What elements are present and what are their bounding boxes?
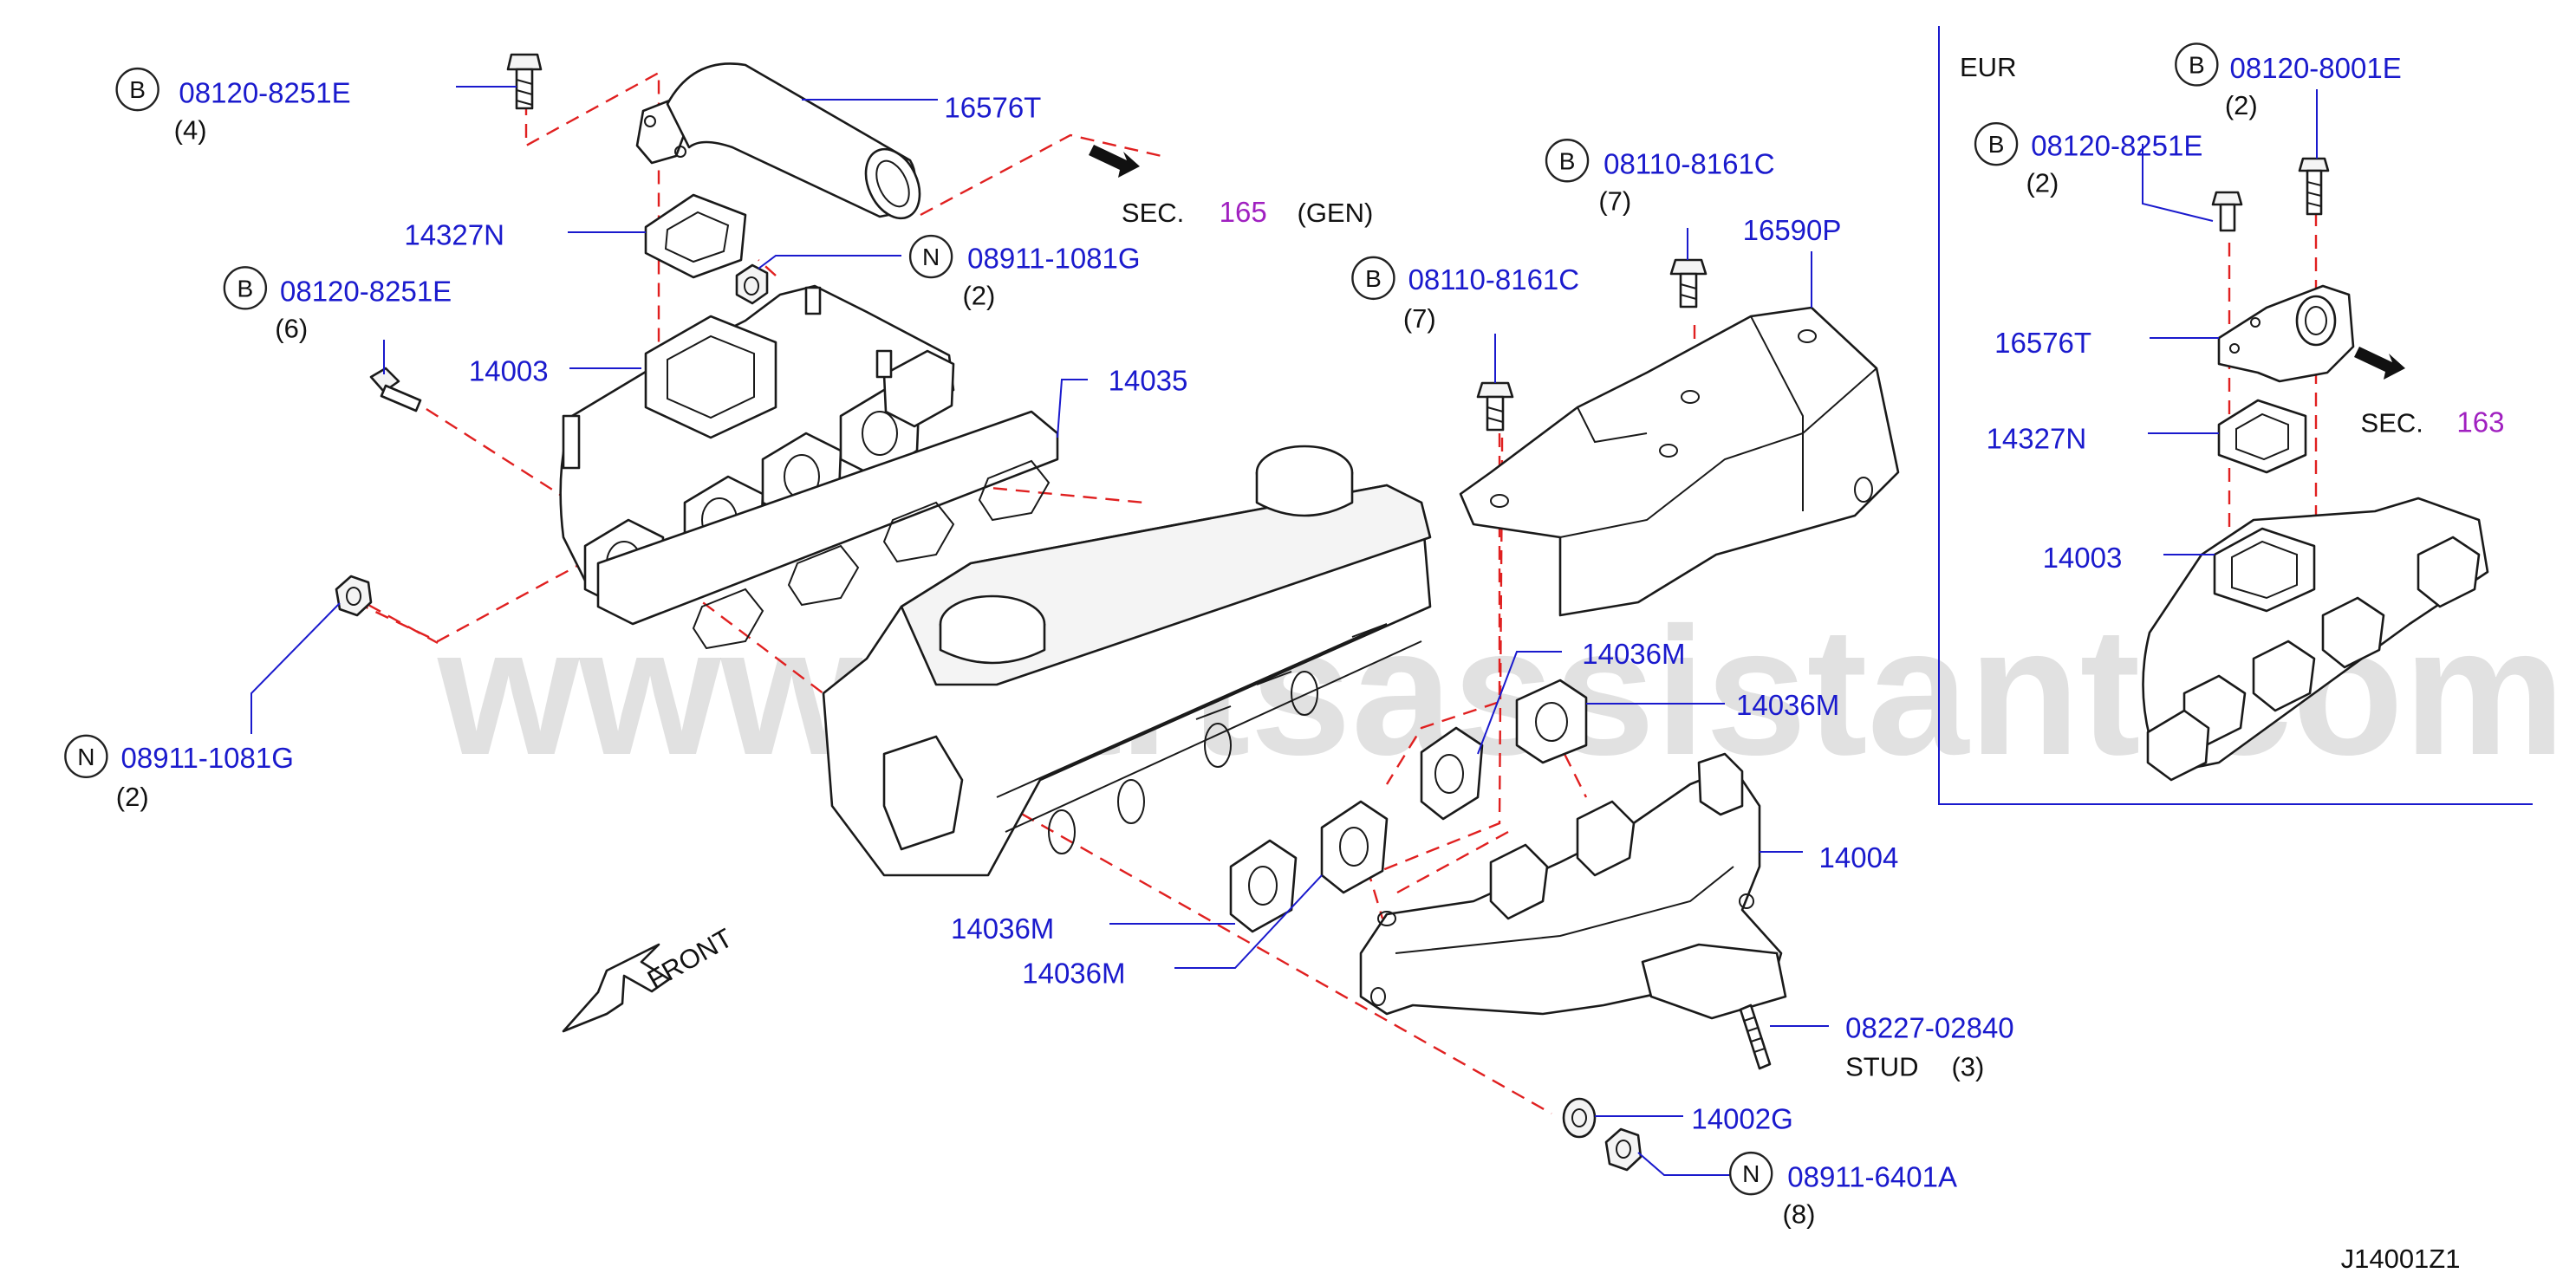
eur-inset-frame [1938, 26, 2533, 805]
bolt-icon [506, 53, 543, 110]
part-quantity: (6) [275, 314, 308, 344]
badge-letter: B [129, 76, 146, 103]
part-number[interactable]: 16576T [944, 92, 1041, 124]
part-number[interactable]: 14327N [1987, 423, 2087, 455]
nut-icon [1604, 1127, 1643, 1172]
part-number[interactable]: 14003 [2043, 542, 2123, 574]
part-number[interactable]: 08911-1081G [121, 742, 294, 774]
part-number[interactable]: 08227-02840 [1845, 1012, 2014, 1044]
parts-artwork [335, 53, 2489, 1172]
section-suffix: (GEN) [1298, 198, 1374, 228]
badge-letter: B [1559, 147, 1576, 174]
part-number[interactable]: 08911-6401A [1787, 1160, 1957, 1192]
front-label: FRONT [642, 922, 738, 995]
part-quantity: (8) [1783, 1198, 1816, 1229]
manifold-gasket [1229, 839, 1298, 933]
part-number[interactable]: 14036M [1022, 957, 1125, 989]
nut-badge-icon [1728, 1151, 1773, 1196]
bolt-badge-icon [115, 67, 159, 112]
manifold-gasket [596, 410, 1059, 650]
part-number[interactable]: 14002G [1691, 1103, 1792, 1135]
bolt-badge-icon [2175, 42, 2219, 87]
part-number[interactable]: 14003 [469, 354, 549, 386]
part-quantity: (2) [962, 280, 995, 310]
part-number[interactable]: 08120-8251E [179, 76, 350, 108]
section-prefix: SEC. [1122, 198, 1184, 228]
part-number[interactable]: 16576T [1994, 327, 2091, 359]
part-quantity: (7) [1598, 186, 1631, 217]
badge-letter: B [1988, 131, 2005, 158]
eur-label: EUR [1960, 52, 2016, 82]
part-number[interactable]: 08110-8161C [1603, 148, 1775, 180]
bolt-badge-icon [1974, 121, 2019, 166]
bolt-icon [2298, 157, 2330, 216]
section-arrow-icon [1089, 145, 1140, 178]
nut-badge-icon [908, 234, 953, 279]
nut-icon [735, 263, 769, 305]
diagram-id: J14001Z1 [2341, 1244, 2461, 1274]
bolt-icon [369, 367, 422, 412]
badge-letter: N [77, 744, 94, 770]
eur-outlet-elbow [2217, 284, 2355, 383]
section-prefix: SEC. [2361, 407, 2423, 438]
labels: B 08120-8251E (4) 16576T 14327N N 08911-1081G (… [64, 42, 2504, 1274]
part-number[interactable]: 08120-8251E [280, 276, 452, 308]
part-quantity: (2) [2225, 90, 2258, 120]
eur-exhaust-manifold [2142, 497, 2489, 782]
part-quantity: (7) [1403, 303, 1436, 334]
stud-icon [1739, 1003, 1772, 1070]
manifold-gasket [1320, 800, 1389, 894]
manifold-gasket [1515, 679, 1588, 764]
outlet-pipe [635, 62, 921, 220]
bolt-icon [1669, 258, 1708, 309]
front-arrow-icon [562, 943, 671, 1033]
bolt-icon [1476, 381, 1514, 432]
nut-icon [335, 575, 373, 617]
part-number[interactable]: 14036M [951, 913, 1054, 945]
section-arrow-icon [2354, 347, 2405, 380]
part-number[interactable]: 08110-8161C [1408, 263, 1580, 296]
part-number[interactable]: 14004 [1819, 841, 1899, 874]
manifold-gasket [1420, 726, 1484, 821]
part-number[interactable]: 08911-1081G [967, 242, 1140, 274]
bolt-badge-icon [1545, 139, 1590, 183]
part-note: STUD [1845, 1051, 1918, 1081]
badge-letter: N [922, 244, 940, 270]
part-number[interactable]: 08120-8001E [2230, 52, 2402, 84]
part-number[interactable]: 08120-8251E [2031, 130, 2202, 162]
badge-letter: B [2189, 51, 2205, 78]
part-number[interactable]: 14035 [1109, 365, 1188, 397]
part-quantity: (2) [116, 782, 149, 812]
badge-letter: N [1742, 1160, 1760, 1187]
gasket [644, 193, 747, 279]
badge-letter: B [1365, 265, 1382, 292]
washer-icon [1562, 1097, 1597, 1139]
nut-badge-icon [64, 734, 108, 779]
cylinder-head [822, 445, 1432, 877]
heat-shield [1459, 306, 1900, 617]
badge-letter: B [237, 275, 254, 302]
bolt-badge-icon [1351, 256, 1395, 301]
part-number[interactable]: 14327N [404, 219, 504, 251]
bolt-badge-icon [223, 266, 268, 310]
leader-lines [250, 86, 2318, 1176]
bolt-icon [2211, 191, 2243, 232]
part-quantity: (4) [174, 114, 207, 145]
part-number[interactable]: 14036M [1736, 689, 1839, 721]
section-link[interactable]: 165 [1220, 196, 1267, 228]
section-link[interactable]: 163 [2456, 406, 2504, 438]
part-quantity: (2) [2026, 168, 2059, 198]
part-number[interactable]: 14036M [1582, 638, 1685, 670]
part-quantity: (3) [1951, 1051, 1984, 1081]
exhaust-manifold [1359, 752, 1787, 1020]
part-number[interactable]: 16590P [1743, 214, 1842, 246]
eur-gasket [2217, 399, 2307, 474]
